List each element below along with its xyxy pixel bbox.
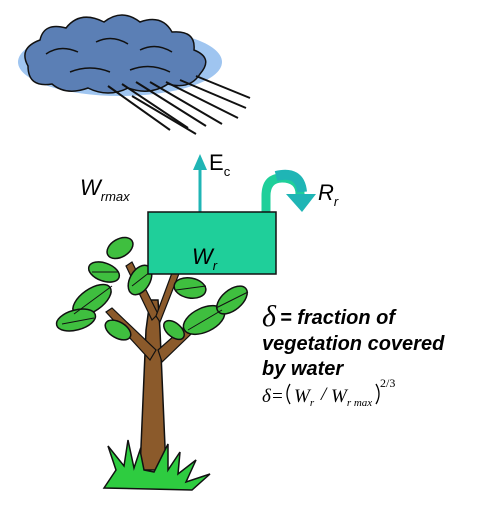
delta-definition-line2: vegetation covered bbox=[262, 333, 445, 355]
grass bbox=[102, 439, 211, 491]
wr-label: Wr bbox=[192, 244, 218, 273]
formula-slash: / bbox=[320, 384, 328, 405]
leaf-veins bbox=[61, 271, 249, 331]
formula-wrmax: Wr max bbox=[331, 386, 372, 409]
delta-definition-line1: = fraction of bbox=[280, 307, 397, 329]
delta-formula: δ= Wr / Wr max 2/3 bbox=[262, 376, 395, 409]
delta-symbol: δ bbox=[262, 300, 277, 333]
formula-exponent: 2/3 bbox=[380, 376, 395, 390]
evaporation-arrow bbox=[193, 154, 207, 212]
formula-lhs: δ= bbox=[262, 386, 284, 407]
rain-streaks bbox=[107, 75, 251, 135]
interception-reservoir bbox=[147, 211, 277, 275]
runoff-arrow bbox=[261, 169, 316, 213]
formula-left-paren bbox=[286, 383, 291, 405]
rr-label: Rr bbox=[318, 180, 339, 209]
delta-definition-line3: by water bbox=[262, 358, 344, 380]
tree-trunk bbox=[139, 299, 167, 471]
cloud-body bbox=[24, 14, 207, 94]
rain-cloud-illustration bbox=[18, 14, 251, 135]
ec-label: Ec bbox=[209, 150, 231, 179]
tree-illustration bbox=[55, 236, 249, 491]
formula-wr: Wr bbox=[294, 386, 315, 409]
cloud-detail-lines bbox=[45, 37, 173, 73]
wrmax-label: Wrmax bbox=[80, 175, 130, 204]
formula-right-paren bbox=[375, 383, 380, 405]
